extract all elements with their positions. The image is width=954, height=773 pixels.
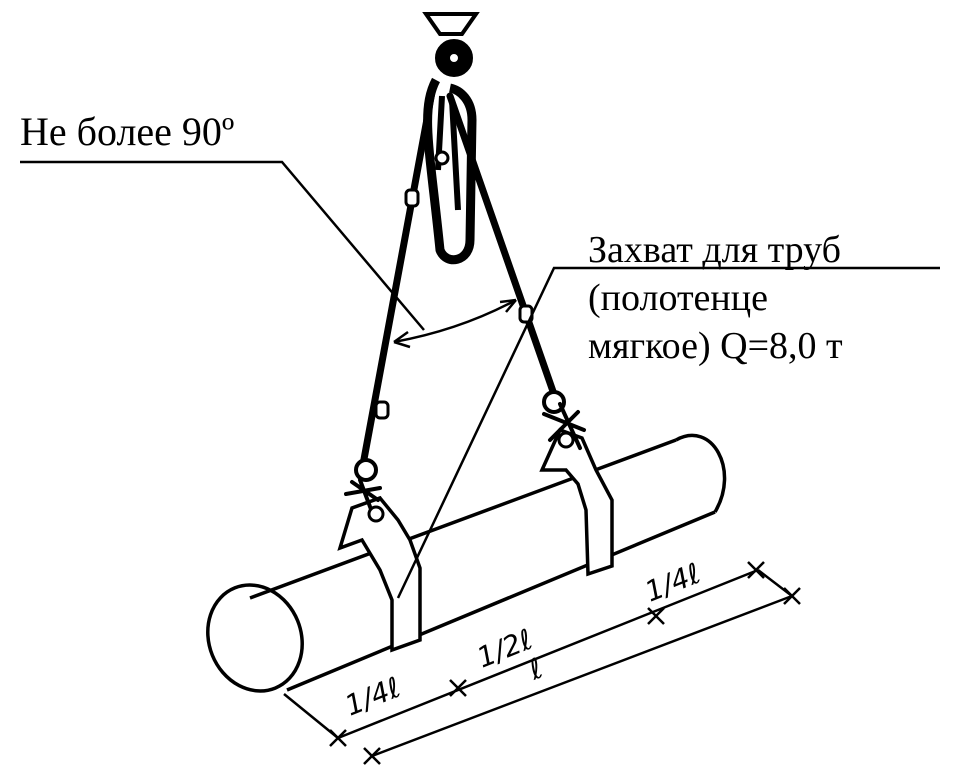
dim-label-half: 1/2ℓ (472, 623, 537, 675)
dimension-ticks (329, 561, 801, 765)
angle-label-leader (20, 160, 425, 331)
dimension-lines (283, 568, 793, 758)
angle-indicator (393, 298, 517, 349)
crane-hook (422, 12, 480, 265)
pipe-grip-label-line-1: Захват для труб (588, 229, 842, 271)
left-rope (344, 88, 436, 523)
pipe-grip-label: Захват для труб (полотенце мягкое) Q=8,0… (588, 226, 843, 370)
dim-label-quarter-right: 1/4ℓ (640, 557, 705, 609)
pipe-grip-label-line-3: мягкое) Q=8,0 т (588, 325, 843, 367)
pipe-grip-label-line-2: (полотенце (588, 277, 768, 319)
grip-label-leader (396, 266, 940, 599)
pipe (206, 433, 727, 693)
right-sling-band (539, 427, 614, 577)
angle-limit-label: Не более 90º (20, 109, 235, 154)
